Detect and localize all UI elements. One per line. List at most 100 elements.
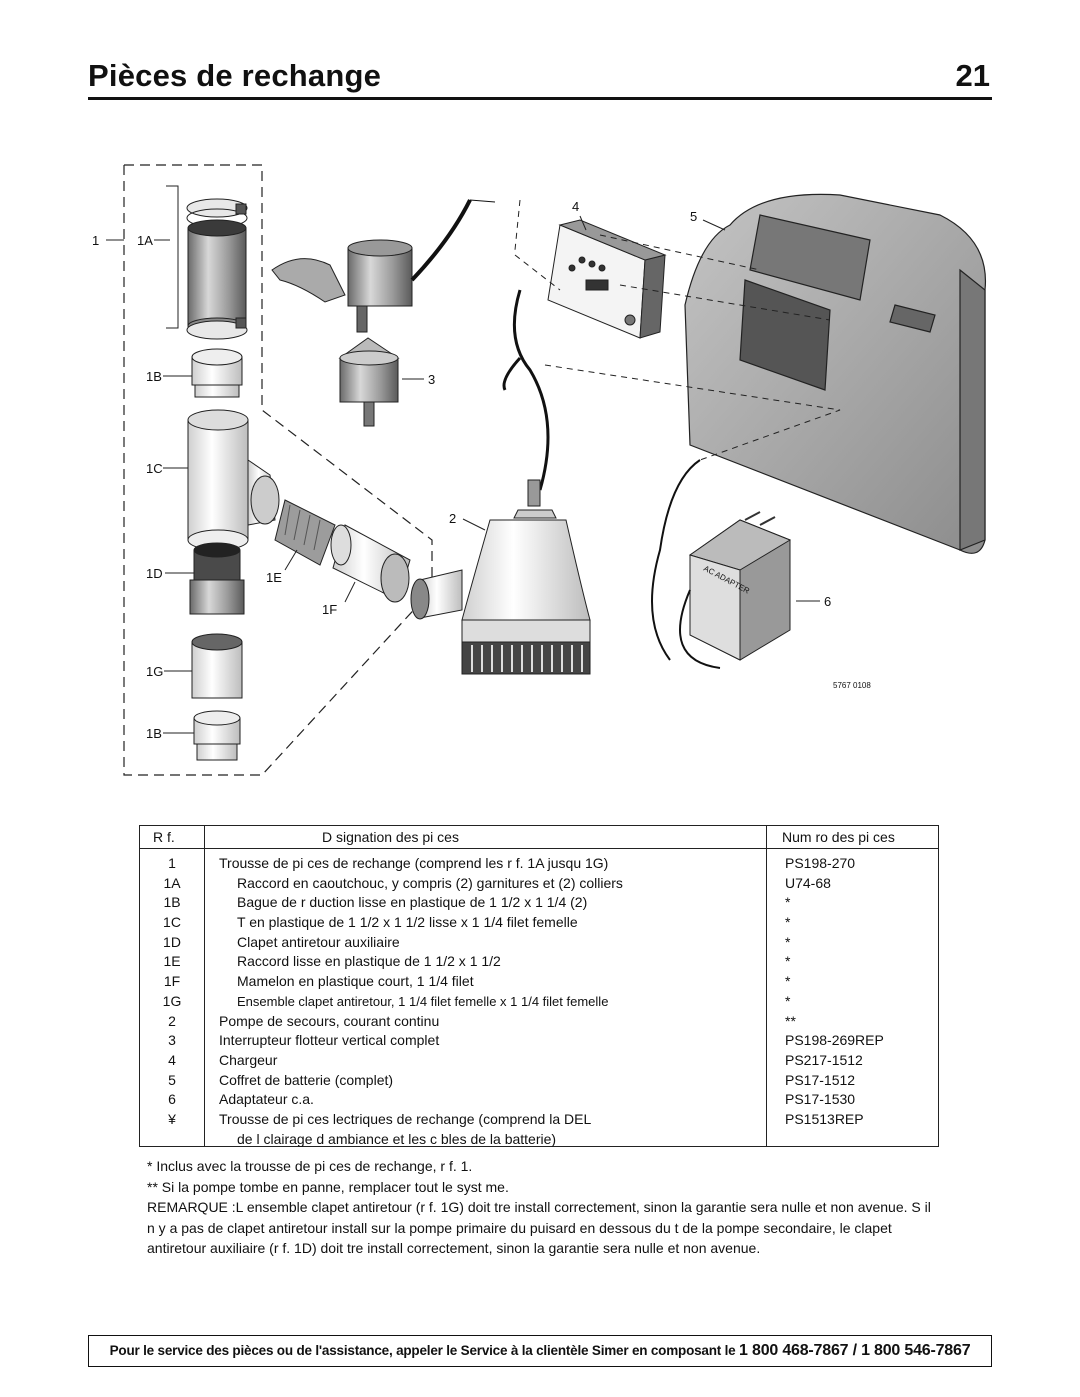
part-6-ac-adapter xyxy=(651,459,792,669)
title-rule xyxy=(88,97,992,100)
callout-5: 5 xyxy=(690,209,697,224)
cell-ref: 2 xyxy=(168,1012,176,1029)
table-row: 1G Ensemble clapet antiretour, 1 1/4 file… xyxy=(140,992,938,1012)
part-1b-bushing-top xyxy=(191,348,243,398)
cell-ref: 3 xyxy=(168,1032,176,1049)
callout-1b-top: 1B xyxy=(146,369,162,384)
table-row: 4 Chargeur PS217-1512 xyxy=(140,1051,938,1071)
table-row: 3 Interrupteur flotteur vertical complet P… xyxy=(140,1031,938,1051)
cell-description: Trousse de pi ces de rechange (comprend … xyxy=(219,855,609,871)
cell-ref: 1C xyxy=(163,914,181,931)
callout-1c: 1C xyxy=(146,461,163,476)
callout-2: 2 xyxy=(449,511,456,526)
callout-6: 6 xyxy=(824,594,831,609)
cell-part-number: PS217-1512 xyxy=(785,1051,863,1068)
part-2-pump xyxy=(410,289,591,675)
cell-ref: 1G xyxy=(162,992,182,1009)
cables-dashed xyxy=(514,199,841,461)
callout-1b-bottom: 1B xyxy=(146,726,162,741)
page-title: Pièces de rechange xyxy=(88,58,382,93)
table-row: de l clairage d ambiance et les c bles d… xyxy=(140,1130,938,1150)
service-footer: Pour le service des pièces ou de l'assis… xyxy=(88,1335,992,1367)
cell-part-number: PS198-270 xyxy=(785,855,856,871)
part-1c-tee xyxy=(187,409,280,551)
callout-1f: 1E xyxy=(266,570,282,585)
cell-part-number: ** xyxy=(785,1012,796,1029)
part-4-charger xyxy=(502,219,667,391)
cell-description: Coffret de batterie (complet) xyxy=(219,1071,394,1088)
callout-1: 1 xyxy=(92,233,99,248)
cell-part-number: U74-68 xyxy=(785,874,831,891)
cell-description: de l clairage d ambiance et les c bles d… xyxy=(237,1130,557,1147)
part-1b-bushing-bottom xyxy=(193,710,241,761)
footer-text: Pour le service des pièces ou de l'assis… xyxy=(109,1343,736,1358)
footnotes: * Inclus avec la trousse de pi ces de re… xyxy=(147,1156,937,1259)
cell-part-number: PS198-269REP xyxy=(785,1032,884,1049)
callout-1e: 1G xyxy=(146,664,163,679)
column-divider xyxy=(204,826,205,1146)
table-row: 1B Bague de r duction lisse en plastique … xyxy=(140,893,938,913)
cell-part-number: * xyxy=(785,894,791,911)
cell-ref: 1 xyxy=(168,855,176,871)
cell-ref: 4 xyxy=(168,1051,176,1068)
cell-description: Ensemble clapet antiretour, 1 1/4 filet … xyxy=(237,993,609,1009)
callout-1g: 1F xyxy=(322,602,337,617)
table-row: 1F Mamelon en plastique court, 1 1/4 file… xyxy=(140,972,938,992)
cell-part-number: PS1513REP xyxy=(785,1110,864,1127)
footer-phone: 1 800 468-7867 / 1 800 546-7867 xyxy=(739,1342,971,1359)
cell-part-number: * xyxy=(785,914,791,931)
cell-ref: ¥ xyxy=(168,1110,176,1127)
cell-ref: 1A xyxy=(163,874,181,891)
cell-ref: 1F xyxy=(163,973,181,990)
cell-description: Chargeur xyxy=(219,1051,278,1068)
part-1d-auxiliary-check-valve xyxy=(189,542,245,615)
cell-part-number: PS17-1512 xyxy=(785,1071,856,1088)
callout-1a: 1A xyxy=(137,233,153,248)
cell-description: T en plastique de 1 1/2 x 1 1/2 lisse x … xyxy=(237,914,578,931)
cell-description: Bague de r duction lisse en plastique de… xyxy=(237,894,588,911)
parts-diagram: 1 1A 1B 1C 1D 1E 1F 1G 1B 2 3 4 5 6 AC A… xyxy=(92,164,987,776)
callout-3: 3 xyxy=(428,372,435,387)
cell-description: Raccord en caoutchouc, y compris (2) gar… xyxy=(237,874,623,891)
page-number: 21 xyxy=(955,58,990,93)
header-num: Num ro des pi ces xyxy=(782,829,895,845)
cell-description: Raccord lisse en plastique de 1 1/2 x 1 … xyxy=(237,953,501,970)
kit-boundary xyxy=(123,164,433,776)
cell-part-number: * xyxy=(785,953,791,970)
table-row: 1 Trousse de pi ces de rechange (comprend… xyxy=(140,854,938,874)
part-1f-nipple xyxy=(274,499,336,566)
figure-code: 5767 0108 xyxy=(833,681,871,690)
table-row: 2 Pompe de secours, courant continu ** xyxy=(140,1012,938,1032)
cell-description: Clapet antiretour auxiliaire xyxy=(237,933,400,950)
header-desc: D signation des pi ces xyxy=(322,829,459,845)
cell-description: Interrupteur flotteur vertical complet xyxy=(219,1032,440,1049)
part-1e-coupling xyxy=(191,633,243,699)
footnote-double-asterisk: ** Si la pompe tombe en panne, remplacer… xyxy=(147,1178,509,1195)
remarque-note: REMARQUE :L ensemble clapet antiretour (… xyxy=(147,1199,931,1256)
cell-description: Pompe de secours, courant continu xyxy=(219,1012,440,1029)
part-1a-coupling xyxy=(186,198,248,340)
cell-ref: 6 xyxy=(168,1091,176,1108)
table-row: 1C T en plastique de 1 1/2 x 1 1/2 lisse … xyxy=(140,913,938,933)
cell-ref: 1B xyxy=(163,894,181,911)
cell-part-number: * xyxy=(785,933,791,950)
cell-description: Adaptateur c.a. xyxy=(219,1091,314,1108)
cell-description: Mamelon en plastique court, 1 1/4 filet xyxy=(237,973,474,990)
column-divider xyxy=(766,826,767,1146)
parts-table: R f. D signation des pi ces Num ro des p… xyxy=(139,825,939,1147)
callout-4: 4 xyxy=(572,199,579,214)
part-3-float-switch xyxy=(271,199,496,427)
callout-1d: 1D xyxy=(146,566,163,581)
part-1g-check-valve xyxy=(330,524,411,603)
cell-part-number: * xyxy=(785,992,791,1009)
cell-description: Trousse de pi ces lectriques de rechange… xyxy=(219,1110,592,1127)
header-ref: R f. xyxy=(153,829,175,845)
table-body: 1 Trousse de pi ces de rechange (comprend… xyxy=(140,854,938,1149)
part-5-battery-box xyxy=(684,193,987,554)
cell-part-number: * xyxy=(785,973,791,990)
table-header: R f. D signation des pi ces Num ro des p… xyxy=(140,826,938,849)
